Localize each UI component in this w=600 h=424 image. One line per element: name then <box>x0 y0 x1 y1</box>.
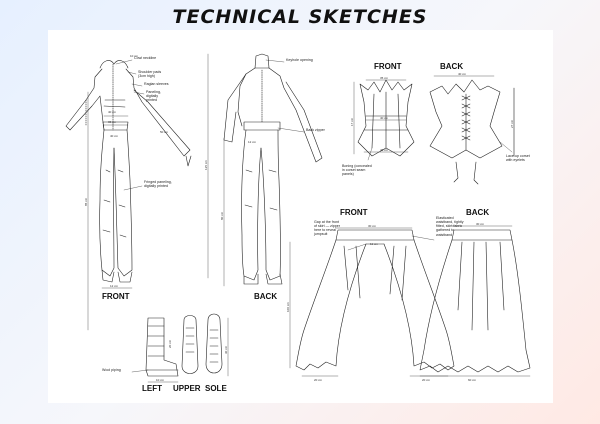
annotation-fringed: Fringed paneling, digitally printed <box>144 180 172 189</box>
dim-jb-total: 125 cm <box>204 160 208 170</box>
dim-cf-mid: 40 cm <box>380 116 389 120</box>
dim-sf-hem-left: 20 cm <box>314 378 323 382</box>
corset-back-sketch <box>429 79 515 185</box>
dim-jf-cuff: 12 cm <box>110 284 119 288</box>
dim-sb-waist: 30 cm <box>476 222 485 226</box>
annotation-paneling: Paneling, digitally printed <box>146 90 161 103</box>
page-title: TECHNICAL SKETCHES <box>172 6 428 28</box>
jumpsuit-back-label: BACK <box>254 292 278 301</box>
sketch-drawings <box>65 53 531 383</box>
boot-left-label: LEFT <box>142 384 162 393</box>
annotation-boning: Boning (concealed in corset seam panels) <box>342 164 372 177</box>
corset-front-label: FRONT <box>374 62 402 71</box>
boot-upper-label: UPPER <box>173 384 201 393</box>
boot-sole-label: SOLE <box>205 384 227 393</box>
dim-boot-width: 10 cm <box>156 378 165 382</box>
skirt-front-label: FRONT <box>340 208 368 217</box>
boot-upper-sketch <box>181 315 199 374</box>
annotation-keyhole: Keyhole opening <box>286 58 313 62</box>
annotation-leaders <box>115 59 513 373</box>
annotation-cowl: Cowl neckline <box>134 56 157 60</box>
dim-sole-height: 30 cm <box>224 345 228 354</box>
annotation-waistband: Elasticated waistband, tightly fitted, s… <box>436 216 464 237</box>
dim-sf-hem-right: 20 cm <box>422 378 431 382</box>
boot-sole-sketch <box>205 313 223 374</box>
annotation-raglan: Raglan sleeves <box>144 82 169 86</box>
annotation-laceup: Lace-up corset with eyelets <box>506 154 530 163</box>
dim-sf-length: 100 cm <box>286 302 290 312</box>
dim-sf-waist: 30 cm <box>368 224 377 228</box>
annotation-shoulder: Shoulder pads (3cm high) <box>138 70 162 79</box>
dim-cb-height: 27 cm <box>510 119 514 128</box>
skirt-front-sketch <box>295 229 455 371</box>
dim-jb-short: 12 cm <box>248 140 257 144</box>
dim-cf-height: 17 cm <box>350 117 354 126</box>
sketch-sheet: FRONT BACK FRONT BACK FRONT BACK LEFT UP… <box>48 30 553 403</box>
corset-back-label: BACK <box>440 62 464 71</box>
dim-jf-hip: 40 cm <box>110 134 119 138</box>
jumpsuit-front-label: FRONT <box>102 292 130 301</box>
annotation-wool: Wool piping <box>102 368 121 372</box>
jumpsuit-back-sketch <box>223 53 323 285</box>
skirt-back-label: BACK <box>466 208 490 217</box>
dimension-lines <box>87 53 531 383</box>
dim-sf-small: 11 cm <box>370 242 378 246</box>
dim-jf-top: 10 cm <box>130 54 139 58</box>
dim-cf-top: 35 cm <box>380 76 389 80</box>
annotation-gap: Gap at the front of skirt — zipper here … <box>314 220 340 237</box>
dim-boot-height: 20 cm <box>168 339 172 348</box>
dim-cf-bot: 40 cm <box>380 148 389 152</box>
jumpsuit-front-sketch <box>65 60 192 283</box>
dim-sb-hem: 60 cm <box>468 378 477 382</box>
dim-jf-sleeve: 50 cm <box>160 130 169 134</box>
dim-jb-leg: 80 cm <box>220 211 224 220</box>
skirt-back-sketch <box>419 229 531 373</box>
dim-jf-bust: 40 cm <box>108 110 117 114</box>
dim-cb-top: 40 cm <box>458 72 467 76</box>
boot-left-sketch <box>145 317 179 377</box>
dim-jf-waist: 36 cm <box>108 120 117 124</box>
annotation-back-zipper: Back zipper <box>306 128 325 132</box>
dim-jf-leg: 85 cm <box>84 197 88 206</box>
